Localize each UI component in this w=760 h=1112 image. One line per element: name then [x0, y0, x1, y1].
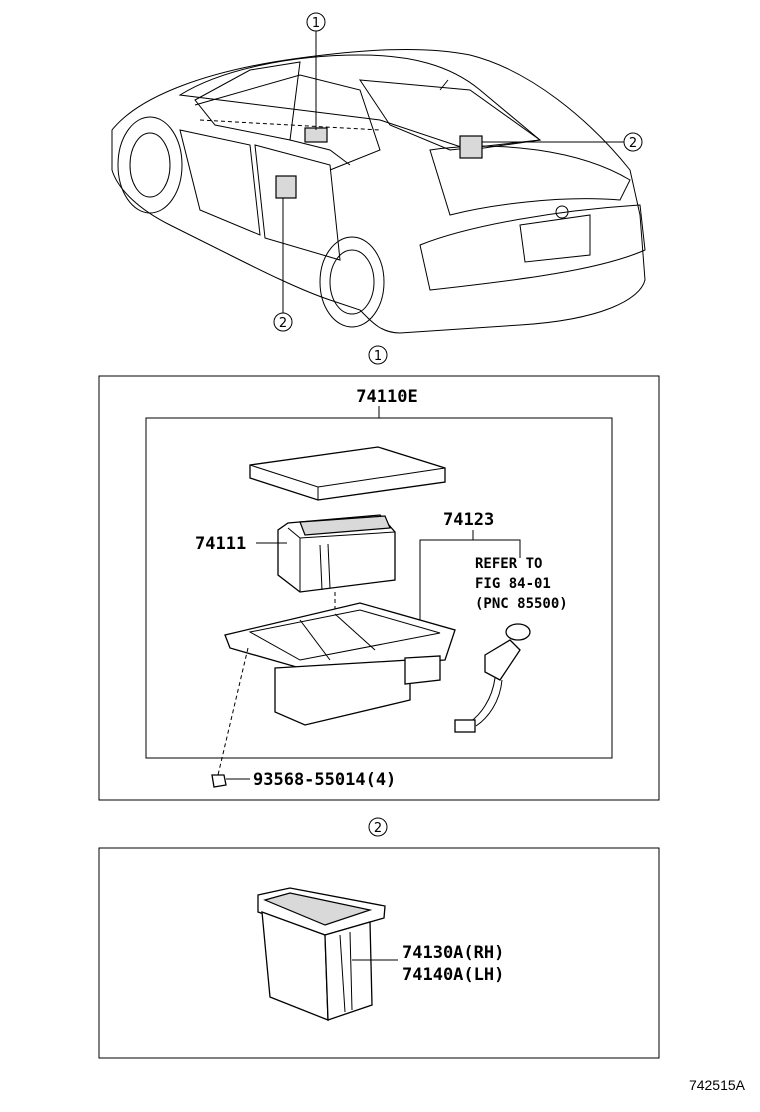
- console-inner-box: [277, 514, 396, 593]
- callout-2-left: 2: [273, 198, 293, 332]
- section-2-number: 2: [374, 821, 382, 836]
- console-tray: [224, 602, 456, 726]
- section-2-frame: [98, 847, 660, 1059]
- refer-line-2: FIG 84-01: [475, 576, 551, 592]
- callout-2-label: 2: [629, 136, 637, 151]
- box-part-label: 74111: [195, 534, 246, 554]
- part-rh-label: 74130A(RH): [402, 943, 504, 963]
- refer-line-1: REFER TO: [475, 556, 542, 572]
- screw-part-label: 93568-55014(4): [253, 770, 396, 790]
- part-lh-label: 74140A(LH): [402, 965, 504, 985]
- callout-1-top: 1: [306, 12, 326, 130]
- section-2-header: 2: [368, 817, 388, 837]
- assembly-frame: [145, 417, 613, 759]
- section-1-header: 1: [368, 345, 388, 365]
- socket-part-label: 74123: [443, 510, 494, 530]
- screw: [211, 647, 249, 788]
- callout-1-label: 1: [312, 16, 320, 31]
- callout-2-right: 2: [482, 132, 643, 152]
- car-illustration: [111, 48, 646, 334]
- side-storage-box: [257, 887, 386, 1021]
- figure-id: 742515A: [689, 1077, 746, 1093]
- console-lid: [249, 446, 446, 501]
- refer-line-3: (PNC 85500): [475, 596, 568, 612]
- cigarette-lighter-socket: [454, 623, 531, 733]
- section-1-frame: [98, 375, 660, 801]
- callout-2-label: 2: [279, 316, 287, 331]
- section-1-number: 1: [374, 349, 382, 364]
- assembly-part-label: 74110E: [356, 387, 417, 407]
